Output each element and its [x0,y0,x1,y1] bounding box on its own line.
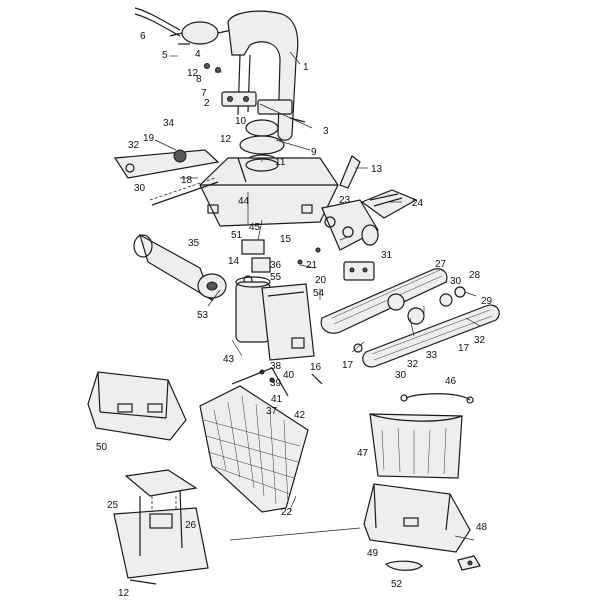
callout-44: 44 [238,196,250,207]
callout-17-right: 17 [458,343,470,354]
callout-50: 50 [96,442,108,453]
callout-29: 29 [481,296,493,307]
callout-40: 40 [283,370,295,381]
callout-32-mid: 32 [407,359,419,370]
drive-motor [321,199,379,251]
callout-54: 54 [313,288,325,299]
callout-49: 49 [367,548,379,559]
callout-10: 10 [235,116,247,127]
handle-hardware [178,43,306,123]
callout-35: 35 [188,238,200,249]
callout-25: 25 [107,500,119,511]
callout-41: 41 [271,394,283,405]
callout-55: 55 [270,272,282,283]
callout-32-right: 32 [474,335,486,346]
callout-27: 27 [435,259,447,270]
callout-26: 26 [185,520,197,531]
callout-39: 39 [270,378,282,389]
callout-8: 8 [196,74,202,85]
pulleys [353,286,466,353]
bracket-31 [343,261,375,281]
callout-36: 36 [270,260,282,271]
callout-30-bottom: 30 [395,370,407,381]
callout-2: 2 [204,98,210,109]
callout-12-top: 12 [187,68,199,79]
callout-28: 28 [469,270,481,281]
filter-base-49 [363,483,471,553]
callout-19: 19 [143,133,155,144]
leader-lines [154,51,481,541]
callout-33: 33 [426,350,438,361]
callout-1: 1 [303,62,309,73]
callout-11: 11 [275,157,286,168]
callout-6: 6 [140,31,146,42]
callout-5: 5 [162,50,168,61]
side-plate-left [113,149,220,179]
filter-base-50 [87,371,187,441]
callout-30-left: 30 [134,183,146,194]
callout-37: 37 [266,406,278,417]
drive-track-lower [362,304,500,368]
callout-45: 45 [249,222,261,233]
callout-23: 23 [339,195,351,206]
callout-labels: 1 2 3 4 5 6 7 8 9 10 11 12 12 12 13 14 1… [96,31,493,599]
handle-strap [400,393,474,404]
callout-38: 38 [270,361,282,372]
leaf-52 [384,560,423,571]
callout-14: 14 [228,256,240,267]
callout-15: 15 [280,234,292,245]
callout-12-mid: 12 [220,134,232,145]
callout-7: 7 [201,88,207,99]
callout-30-right: 30 [450,276,462,287]
filter-housing [261,283,315,361]
callout-3: 3 [323,126,329,137]
callout-42: 42 [294,410,306,421]
frame-top-plate [124,469,198,497]
track-plate [360,189,418,219]
callout-31: 31 [381,250,393,261]
cable-swivel [169,21,233,45]
callout-17-left: 17 [342,360,354,371]
frame-assembly [113,489,209,585]
callout-22: 22 [281,507,293,518]
callout-43: 43 [223,354,235,365]
callout-24: 24 [412,198,424,209]
callout-12-bottom: 12 [118,588,130,599]
connector-plug [241,239,271,285]
impeller-assembly [239,119,285,166]
drive-belt-left [149,177,219,206]
callout-20: 20 [315,275,327,286]
callout-46: 46 [445,376,457,387]
brush-roller [133,233,227,302]
filter-bag [369,413,463,479]
callout-21: 21 [306,260,318,271]
fin-vane [339,155,361,189]
callout-32-left: 32 [128,140,140,151]
callout-13: 13 [371,164,383,175]
drive-track-upper [320,268,448,334]
callout-4: 4 [195,49,201,60]
callout-52: 52 [391,579,403,590]
screen-frame [231,367,289,397]
main-body [199,157,339,227]
reference-line [229,527,361,541]
callout-53: 53 [197,310,209,321]
callout-51: 51 [231,230,243,241]
callout-48: 48 [476,522,488,533]
callout-9: 9 [311,147,317,158]
callout-18: 18 [181,175,193,186]
filter-screen [199,385,309,513]
clip-48 [457,555,481,571]
callout-47: 47 [357,448,369,459]
callout-34: 34 [163,118,175,129]
callout-16: 16 [310,362,322,373]
